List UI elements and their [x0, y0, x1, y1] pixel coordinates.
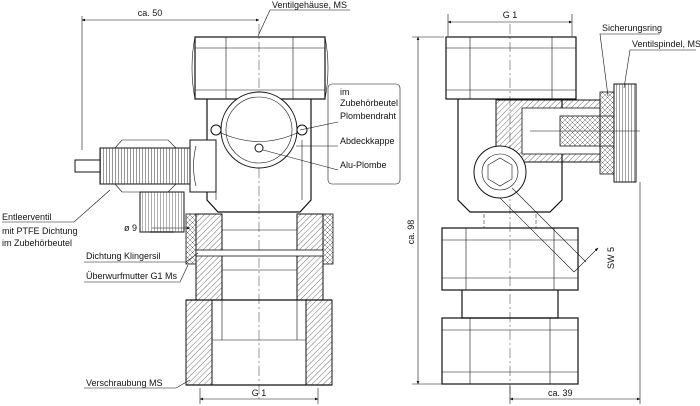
label-alu-plombe: Alu-Plombe: [340, 160, 387, 170]
right-view: G 1 ca. 98 ca. 39 SW 5 Sicherungsring Ve…: [406, 10, 700, 404]
label-dichtung: Dichtung Klingersil: [86, 251, 161, 261]
pipe-stub: [139, 191, 185, 233]
label-zubehoer-1: im: [340, 87, 350, 97]
right-union-nut: [441, 214, 579, 291]
abdeckkappe-circle: [220, 91, 298, 169]
dim-ca-39: ca. 39: [509, 182, 641, 404]
label-entleerventil-3: im Zubehörbeutel: [2, 238, 72, 248]
spindle-section: [495, 83, 640, 183]
union-section: [185, 213, 334, 386]
dim-g1-top: G 1: [447, 10, 573, 36]
label-plombendraht: Plombendraht: [340, 111, 397, 121]
dim-g1-top-text: G 1: [503, 10, 518, 20]
label-ventilgehaeuse: Ventilgehäuse, MS: [272, 0, 347, 10]
label-entleerventil-2: mit PTFE Dichtung: [2, 226, 78, 236]
label-abdeckkappe: Abdeckkappe: [340, 136, 395, 146]
right-top-nut: [445, 36, 577, 100]
dim-ca-98: ca. 98: [406, 36, 444, 385]
dim-ca-98-text: ca. 98: [406, 220, 416, 245]
label-ueberwurfmutter: Überwurfmutter G1 Ms: [86, 271, 178, 281]
dim-g1-bottom-text: G 1: [252, 388, 267, 398]
dim-d9: ø 9: [124, 223, 191, 233]
drain-valve: [74, 139, 217, 193]
dim-ca-50: ca. 50: [81, 8, 260, 150]
dim-ca-39-text: ca. 39: [548, 388, 573, 398]
dim-g1-bottom: G 1: [199, 388, 319, 404]
label-zubehoer-2: Zubehörbeutel: [340, 98, 398, 108]
label-verschraubung: Verschraubung MS: [86, 378, 163, 388]
leaders-left: Ventilgehäuse, MS im Zubehörbeutel Plomb…: [2, 0, 401, 389]
leaders-right: Sicherungsring Ventilspindel, MS: [599, 23, 700, 97]
right-bottom-hex: [441, 290, 579, 385]
dim-d9-text: ø 9: [124, 223, 137, 233]
dim-sw5-text: SW 5: [606, 247, 616, 269]
label-sicherungsring: Sicherungsring: [602, 23, 662, 33]
right-drain: [473, 145, 587, 273]
dim-sw5: SW 5: [573, 247, 616, 273]
top-hex-nut: [191, 36, 329, 100]
left-view: ca. 50 G 1 ø 9 Ventilgehäuse, MS im Zube…: [2, 0, 401, 404]
dim-ca-50-text: ca. 50: [138, 8, 163, 18]
label-entleerventil-1: Entleerventil: [2, 212, 52, 222]
label-ventilspindel: Ventilspindel, MS: [632, 39, 700, 49]
